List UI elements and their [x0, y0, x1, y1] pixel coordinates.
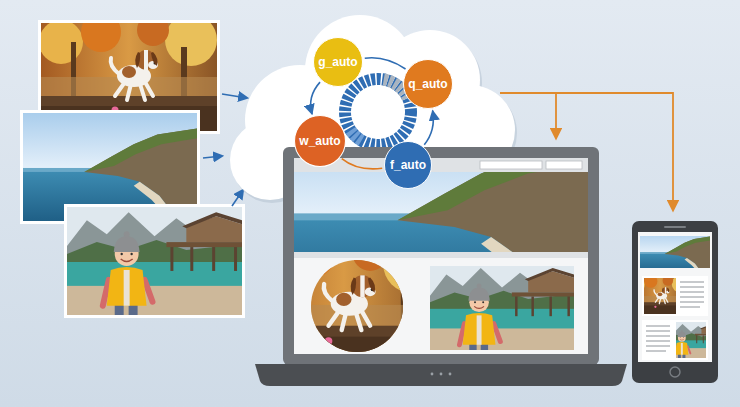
- phone: [646, 351, 666, 352]
- laptop: [255, 364, 627, 386]
- phone: [680, 302, 704, 303]
- cycle-arrow: [311, 82, 320, 114]
- phone: [631, 275, 689, 314]
- circle-fill: [404, 60, 453, 109]
- transform-circle: g_auto: [313, 37, 363, 87]
- transform-label: f_auto: [384, 158, 432, 172]
- laptop: [245, 234, 440, 365]
- source-photos: [64, 204, 245, 318]
- phone: [680, 282, 704, 307]
- upload-arrows: [232, 190, 243, 206]
- phone: [646, 341, 670, 342]
- cycle-arrow: [424, 111, 433, 145]
- transform-label: q_auto: [403, 77, 453, 91]
- laptop: [480, 161, 542, 169]
- upload-arrows: [203, 156, 222, 158]
- phone: [680, 307, 700, 308]
- circle-fill: [314, 38, 363, 87]
- transform-circle: q_auto: [403, 59, 453, 109]
- phone: [662, 322, 720, 358]
- delivery-arrows: [555, 93, 557, 138]
- circle-fill: [295, 116, 346, 167]
- laptop: [546, 161, 582, 169]
- phone: [680, 297, 704, 298]
- cycle-arrow: [365, 58, 406, 69]
- transform-circle: w_auto: [294, 115, 346, 167]
- transform-circle: f_auto: [384, 141, 432, 189]
- laptop: [430, 263, 574, 353]
- laptop: [431, 373, 434, 376]
- source-photos: [67, 206, 242, 315]
- phone: [631, 221, 720, 383]
- source-photos: [20, 12, 245, 318]
- transform-label: g_auto: [313, 55, 363, 69]
- phone: [670, 367, 680, 377]
- laptop: [294, 252, 588, 258]
- phone: [646, 326, 670, 351]
- laptop: [449, 373, 452, 376]
- laptop: [440, 373, 443, 376]
- phone: [680, 287, 704, 288]
- phone: [646, 326, 670, 327]
- laptop: [245, 234, 440, 365]
- upload-arrows: [222, 94, 247, 98]
- transform-label: w_auto: [294, 134, 346, 148]
- phone: [646, 331, 670, 332]
- circle-fill: [384, 141, 431, 188]
- phone: [664, 226, 686, 228]
- phone: [680, 292, 704, 293]
- laptop: [294, 158, 588, 172]
- laptop: [245, 234, 440, 365]
- phone: [646, 336, 670, 337]
- phone: [646, 346, 670, 347]
- cycle-arrow: [342, 159, 382, 169]
- phone: [640, 230, 710, 274]
- phone: [680, 282, 704, 283]
